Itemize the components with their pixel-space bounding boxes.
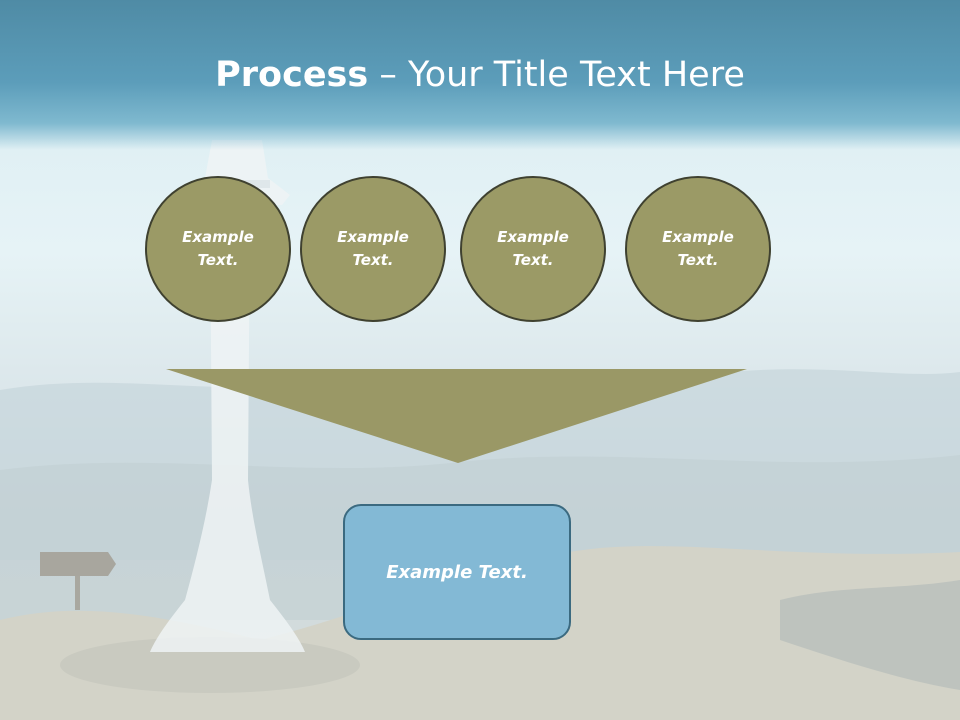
result-box: Example Text. xyxy=(343,504,571,640)
step-circle-1: Example Text. xyxy=(145,176,291,322)
step-label-2: Example Text. xyxy=(337,228,409,269)
title-rest: – Your Title Text Here xyxy=(368,55,745,95)
slide-title: Process – Your Title Text Here xyxy=(0,52,960,98)
result-label: Example Text. xyxy=(386,561,528,583)
step-circle-3: Example Text. xyxy=(460,176,606,322)
step-label-3: Example Text. xyxy=(497,228,569,269)
step-circle-2: Example Text. xyxy=(300,176,446,322)
step-label-4: Example Text. xyxy=(662,228,734,269)
step-label-1: Example Text. xyxy=(182,228,254,269)
title-bold: Process xyxy=(215,55,369,95)
title-band xyxy=(0,0,960,150)
step-circle-4: Example Text. xyxy=(625,176,771,322)
